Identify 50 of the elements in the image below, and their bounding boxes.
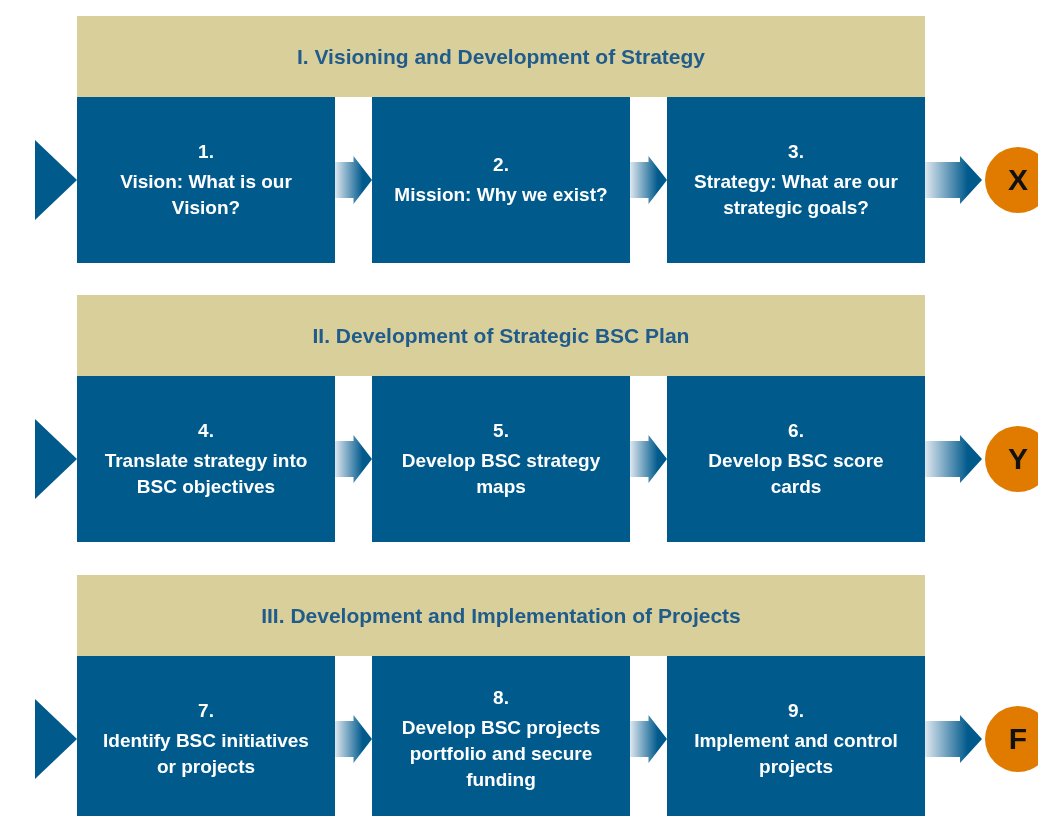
- outcome-circle: [985, 147, 1038, 213]
- step-box: [77, 376, 335, 542]
- step-box: [667, 656, 925, 816]
- section-header-band: [77, 295, 925, 376]
- arrow: [630, 435, 667, 483]
- arrow: [335, 435, 372, 483]
- outcome-letter: X: [1008, 163, 1028, 197]
- step-number: 8.: [493, 686, 509, 710]
- arrow: [35, 699, 77, 779]
- section-title: II. Development of Strategic BSC Plan: [312, 323, 690, 348]
- step-text: Strategy: What are our strategic goals?: [693, 170, 899, 220]
- arrow: [630, 715, 667, 763]
- step-text: Identify BSC initiatives or projects: [102, 729, 310, 779]
- arrow: [35, 419, 77, 499]
- step-box: [372, 656, 630, 816]
- step-number: 6.: [788, 419, 804, 443]
- arrow: [35, 140, 77, 220]
- step-number: 2.: [493, 153, 509, 177]
- arrow: [925, 435, 982, 483]
- step-number: 9.: [788, 699, 804, 723]
- step-number: 4.: [198, 419, 214, 443]
- step-box: [77, 97, 335, 263]
- arrow: [335, 715, 372, 763]
- arrow: [630, 156, 667, 204]
- outcome-letter: F: [1008, 722, 1028, 756]
- step-text: Develop BSC projects portfolio and secure funding: [400, 716, 602, 792]
- step-number: 3.: [788, 140, 804, 164]
- step-text: Mission: Why we exist?: [394, 183, 608, 207]
- step-number: 1.: [198, 140, 214, 164]
- step-box: [667, 97, 925, 263]
- section-title: I. Visioning and Development of Strategy: [297, 44, 705, 69]
- section-header-band: [77, 575, 925, 656]
- outcome-circle: [985, 426, 1038, 492]
- step-box: [667, 376, 925, 542]
- arrow: [925, 715, 982, 763]
- arrow: [335, 156, 372, 204]
- step-text: Develop BSC score cards: [707, 449, 885, 499]
- step-number: 5.: [493, 419, 509, 443]
- outcome-circle: [985, 706, 1038, 772]
- step-text: Translate strategy into BSC objectives: [103, 449, 309, 499]
- step-number: 7.: [198, 699, 214, 723]
- step-box: [372, 376, 630, 542]
- step-box: [372, 97, 630, 263]
- step-text: Vision: What is our Vision?: [119, 170, 293, 220]
- step-text: Develop BSC strategy maps: [400, 449, 602, 499]
- outcome-letter: Y: [1008, 442, 1028, 476]
- section-title: III. Development and Implementation of Projects: [261, 603, 741, 628]
- section-header-band: [77, 16, 925, 97]
- step-text: Implement and control projects: [693, 729, 899, 779]
- arrow: [925, 156, 982, 204]
